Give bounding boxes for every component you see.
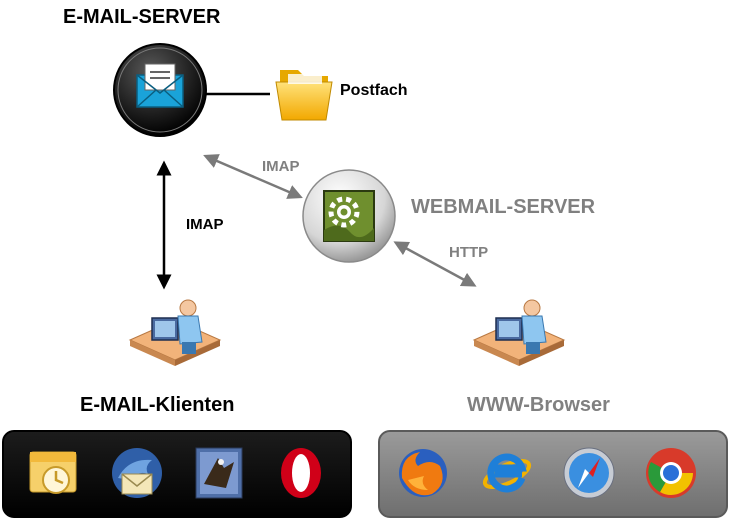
safari-icon[interactable] bbox=[560, 444, 618, 502]
webmail-imap-arrow bbox=[203, 154, 303, 199]
internet-explorer-icon[interactable] bbox=[478, 444, 536, 502]
client-imap-label: IMAP bbox=[186, 216, 224, 233]
chrome-icon[interactable] bbox=[642, 444, 700, 502]
email-client-user-icon bbox=[128, 299, 222, 366]
browser-http-label: HTTP bbox=[449, 244, 489, 261]
thunderbird-icon[interactable] bbox=[108, 444, 166, 502]
apple-mail-icon[interactable] bbox=[190, 444, 248, 502]
browser-user-icon bbox=[472, 299, 566, 366]
firefox-icon[interactable] bbox=[394, 444, 452, 502]
browser-http-arrow bbox=[393, 241, 477, 287]
email-server-title: E-MAIL-SERVER bbox=[63, 6, 221, 28]
webmail-imap-label: IMAP bbox=[262, 158, 300, 175]
webmail-server-node bbox=[302, 169, 396, 263]
envelope-icon bbox=[136, 63, 184, 108]
mailbox-label: Postfach bbox=[340, 82, 408, 99]
opera-icon[interactable] bbox=[272, 444, 330, 502]
www-browser-bar bbox=[378, 430, 728, 518]
outlook-icon[interactable] bbox=[26, 444, 84, 502]
email-clients-title: E-MAIL-Klienten bbox=[80, 394, 235, 416]
email-clients-bar bbox=[2, 430, 352, 518]
www-browser-title: WWW-Browser bbox=[467, 394, 610, 416]
folder-icon bbox=[275, 70, 333, 121]
email-server-node bbox=[113, 43, 207, 137]
webmail-server-title: WEBMAIL-SERVER bbox=[411, 196, 596, 218]
gear-icon bbox=[323, 190, 375, 242]
